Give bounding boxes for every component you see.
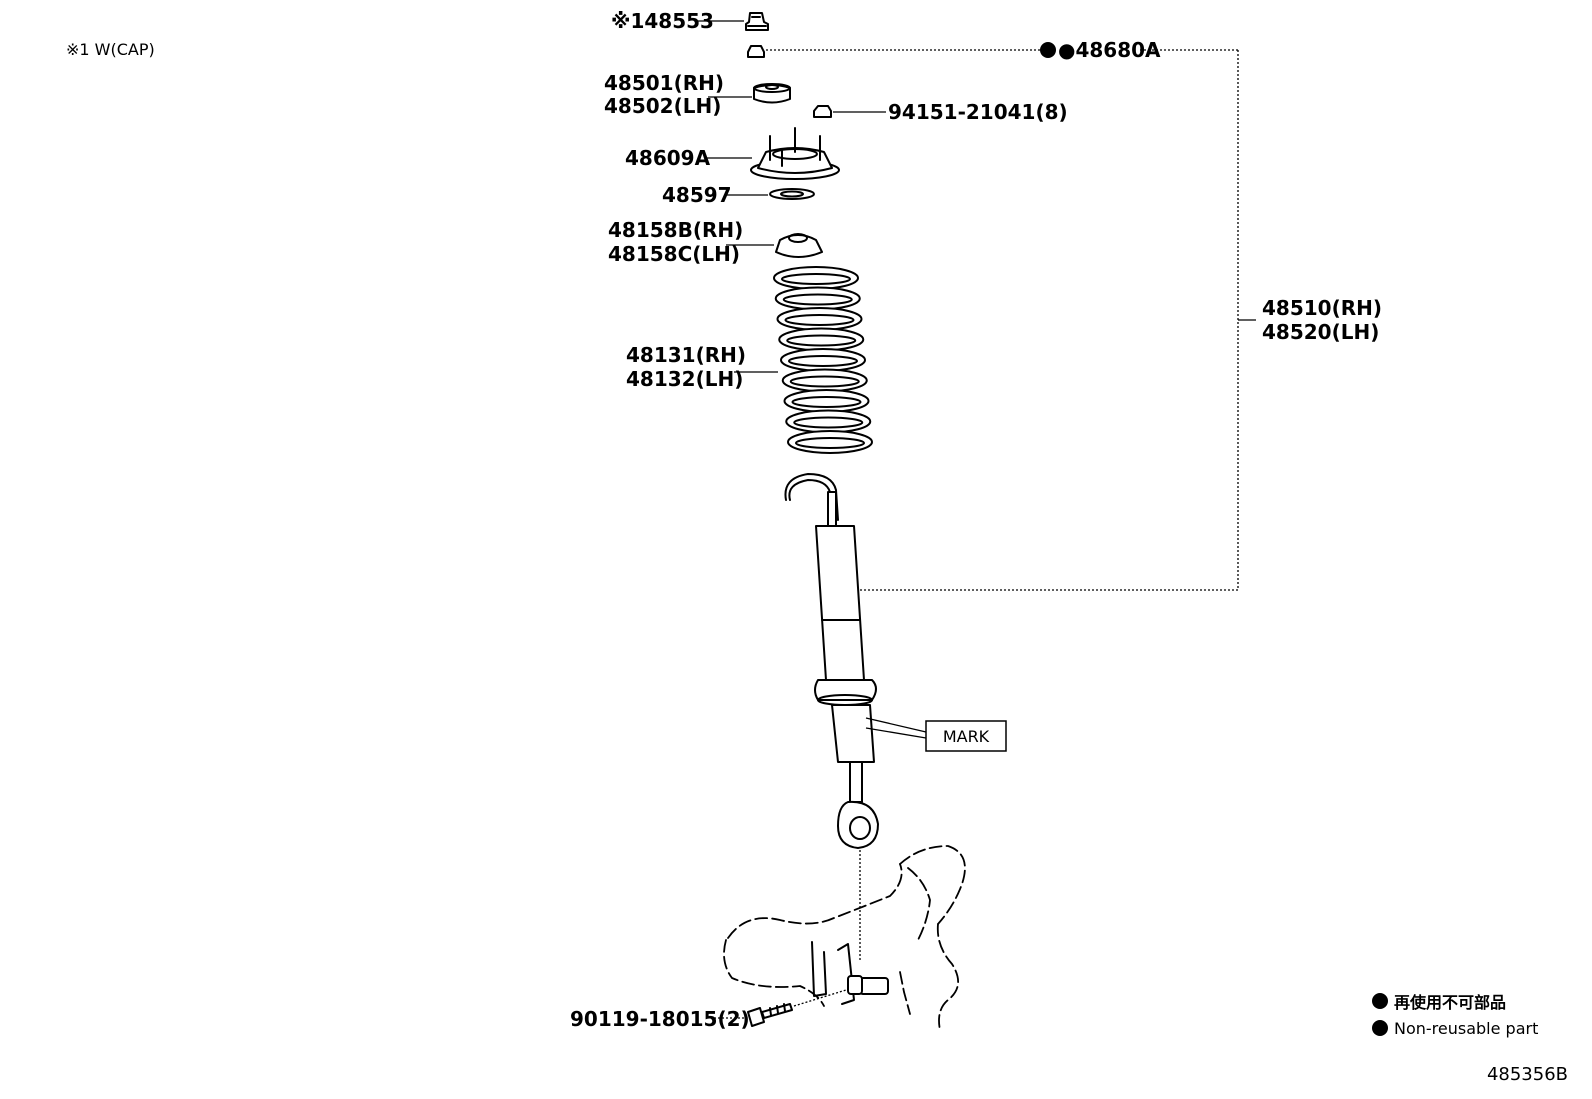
spring-coil-inner (781, 273, 851, 285)
label-48131: 48131(RH) (626, 343, 746, 367)
label-48510: 48510(RH) (1262, 296, 1382, 320)
spring-coil-inner (791, 396, 862, 408)
coil-spring-48131-part (773, 266, 873, 454)
label-48553: ※148553 (611, 9, 714, 33)
label-48680a: ●48680A (1058, 38, 1161, 62)
label-48502: 48502(LH) (604, 94, 721, 118)
nut-94151-part (813, 105, 832, 118)
legend-jp: 再使用不可部品 (1394, 993, 1506, 1012)
spring-coil-inner (789, 375, 860, 388)
suspension-support-48609a-part (750, 127, 840, 180)
label-48597: 48597 (662, 183, 732, 207)
cap-48553-part (745, 12, 769, 31)
bound-stopper-48501-part (753, 83, 791, 104)
label-94151: 94151-21041(8) (888, 100, 1068, 124)
lower-bracket-part (811, 941, 889, 1005)
bearing-48597-part (769, 188, 815, 200)
mark-box (925, 720, 1007, 752)
lower-arm-phantom (723, 845, 966, 1031)
nut-48680a-part (747, 45, 765, 58)
spring-coil-inner (788, 355, 858, 367)
spring-coil-inner (793, 416, 864, 429)
assembly-bracket (858, 50, 1239, 591)
spring-coil-inner (786, 334, 857, 347)
non-reusable-dot-icon (1040, 42, 1056, 58)
coil-spring-insulator-48158-part (775, 233, 823, 258)
legend-dot-icon-en (1372, 1020, 1388, 1036)
label-48609a: 48609A (625, 146, 711, 170)
spring-coil-inner (782, 293, 853, 306)
spring-coil-inner (795, 437, 865, 449)
label-48520: 48520(LH) (1262, 320, 1379, 344)
legend-dot-icon-jp (1372, 993, 1388, 1009)
figure-id: 485356B (1487, 1064, 1568, 1085)
spring-coil-inner (784, 314, 855, 326)
label-90119: 90119-18015(2) (570, 1007, 750, 1031)
legend-en: Non-reusable part (1394, 1019, 1538, 1038)
bolt-90119-part (747, 1003, 793, 1027)
label-48132: 48132(LH) (626, 367, 743, 391)
label-48158b: 48158B(RH) (608, 218, 743, 242)
cap-note: ※1 W(CAP) (66, 40, 155, 59)
label-48158c: 48158C(LH) (608, 242, 740, 266)
mark-label: MARK (943, 727, 990, 746)
shock-absorber-part (784, 473, 879, 849)
label-48501: 48501(RH) (604, 71, 724, 95)
